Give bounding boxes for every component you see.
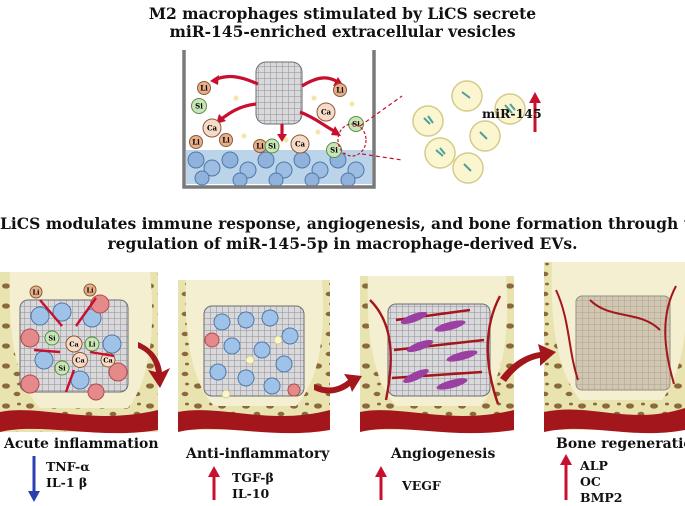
marker-tgf-beta: TGF-β	[232, 470, 274, 485]
stage-transition-arrows	[138, 342, 556, 394]
svg-text:Si: Si	[330, 146, 338, 155]
stage-name-bone-regeneration: Bone regeneration	[556, 436, 685, 452]
svg-text:Li: Li	[192, 138, 200, 147]
svg-text:Si: Si	[195, 102, 203, 111]
marker-vegf: VEGF	[402, 478, 441, 493]
ion-particles: Li Si Ca Li Li Li Si Ca Ca Li Si Si	[189, 81, 364, 158]
marker-tnf-alpha: TNF-α	[46, 459, 90, 474]
licS-scaffold	[255, 61, 303, 125]
header-title-line2: miR-145-enriched extracellular vesicles	[169, 22, 516, 41]
middle-title-line2: regulation of miR-145-5p in macrophage-d…	[107, 234, 578, 253]
svg-text:Ca: Ca	[207, 124, 218, 133]
macrophage-layer	[186, 150, 372, 188]
marker-il-10: IL-10	[232, 486, 270, 501]
svg-text:Ca: Ca	[103, 357, 113, 365]
svg-text:Si: Si	[58, 365, 66, 373]
svg-text:Li: Li	[86, 287, 94, 295]
panel-anti-inflammatory	[178, 280, 330, 434]
svg-text:Li: Li	[32, 289, 40, 297]
svg-text:Li: Li	[222, 136, 230, 145]
svg-text:Li: Li	[88, 341, 96, 349]
svg-text:Si: Si	[352, 120, 360, 129]
header-title-line1: M2 macrophages stimulated by LiCS secret…	[148, 4, 537, 23]
marker-alp: ALP	[580, 458, 608, 473]
svg-text:Si: Si	[48, 335, 56, 343]
marker-bmp2: BMP2	[580, 490, 623, 505]
svg-text:Ca: Ca	[321, 108, 332, 117]
svg-text:Li: Li	[256, 142, 264, 151]
panel-acute-inflammation: Li Li Si Ca Li Si Ca Ca	[0, 272, 158, 434]
marker-il-1-beta: IL-1 β	[46, 475, 88, 490]
svg-text:Li: Li	[200, 84, 208, 93]
middle-title-line1: LiCS modulates immune response, angiogen…	[0, 214, 685, 233]
extracellular-vesicles	[412, 80, 526, 184]
panel-bone-regeneration	[544, 262, 685, 434]
beaker: Li Si Ca Li Li Li Si Ca Ca Li Si Si	[182, 50, 403, 189]
level-arrows	[28, 92, 572, 502]
panel-angiogenesis	[360, 276, 514, 434]
svg-text:Ca: Ca	[69, 341, 79, 349]
stage-name-anti-inflammatory: Anti-inflammatory	[186, 446, 330, 462]
svg-text:Li: Li	[336, 86, 344, 95]
svg-text:Ca: Ca	[75, 357, 85, 365]
svg-text:Si: Si	[268, 142, 276, 151]
stage-name-acute-inflammation: Acute inflammation	[4, 436, 159, 452]
stage-name-angiogenesis: Angiogenesis	[391, 446, 496, 462]
svg-text:Ca: Ca	[295, 140, 306, 149]
marker-oc: OC	[580, 474, 601, 489]
mirna-label: miR-145	[482, 106, 542, 121]
